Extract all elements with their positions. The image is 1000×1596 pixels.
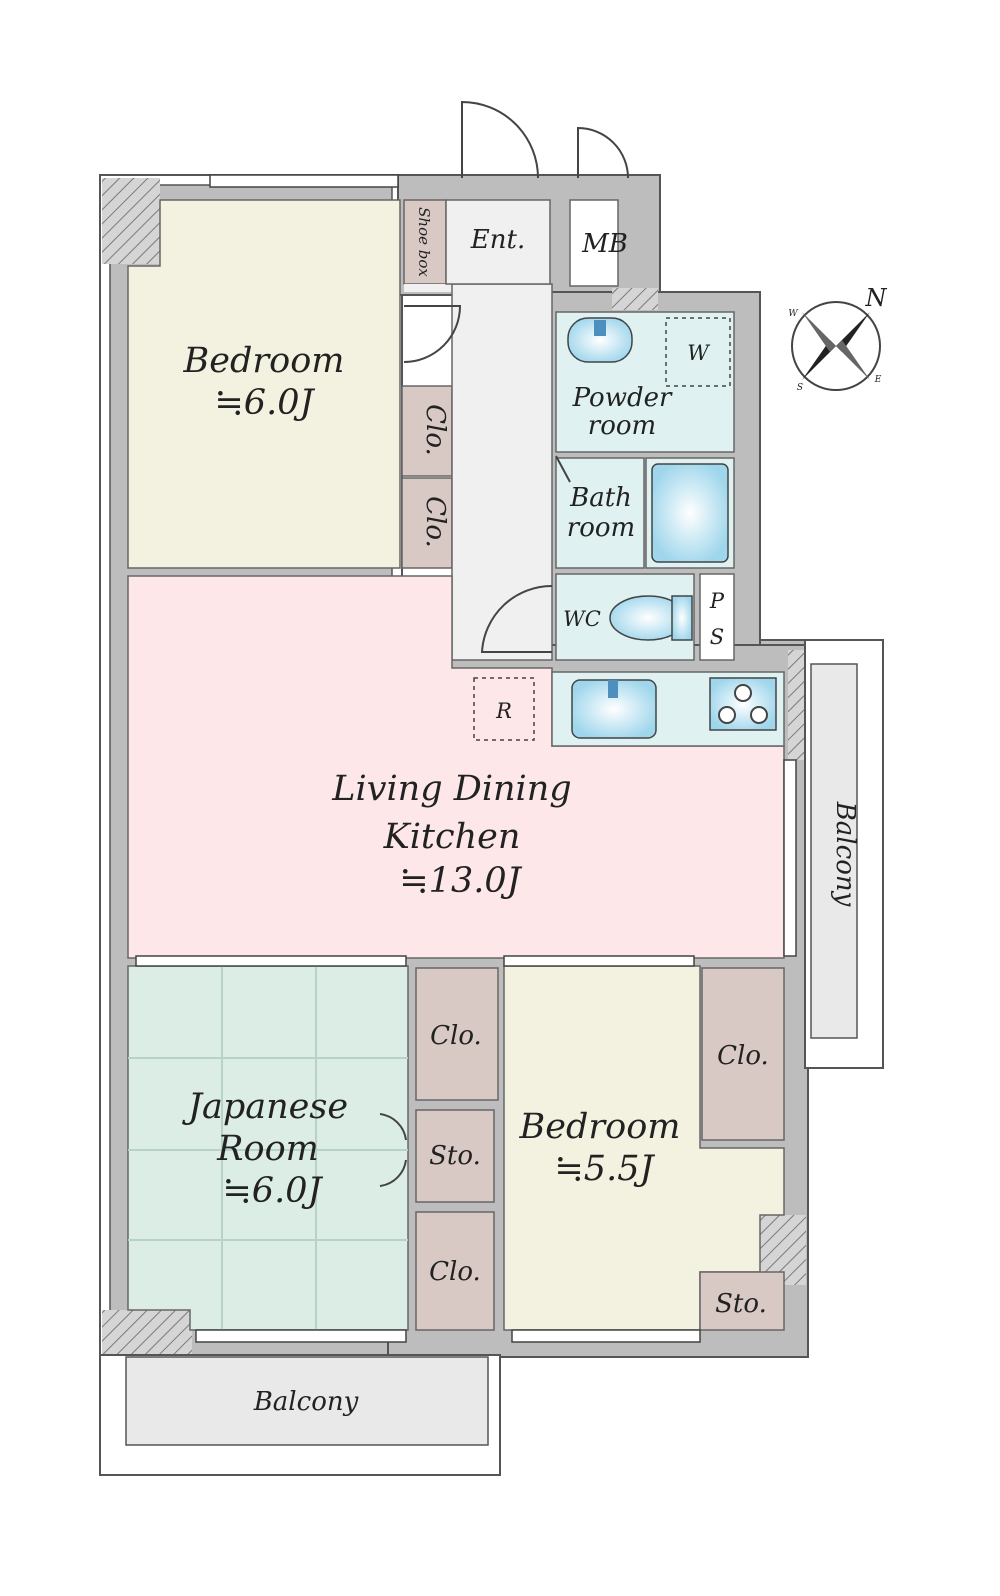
japanese-room-line1: Japanese: [182, 1087, 348, 1127]
compass-west: W: [788, 309, 798, 319]
powder-room-line2: room: [588, 411, 656, 441]
closet-japanese-2-label: Clo.: [429, 1257, 481, 1287]
pipe-space-line1: P: [709, 589, 725, 613]
windows: [135, 174, 797, 1343]
compass-north: N: [865, 284, 888, 312]
fixtures: [473, 317, 777, 741]
storage-japanese-label: Sto.: [429, 1141, 481, 1171]
bath-room-line1: Bath: [569, 483, 632, 513]
ldk-line2: Kitchen: [383, 817, 521, 857]
storage-bedroom-label: Sto.: [715, 1289, 767, 1319]
entrance-label: Ent.: [470, 225, 525, 255]
balcony-east-area: [804, 639, 884, 1069]
japanese-room-line2: Room: [216, 1129, 319, 1169]
japanese-room-area: [127, 965, 409, 1331]
corridor-area: [404, 199, 619, 661]
bedroom-bottom-size: ≒5.5J: [554, 1149, 655, 1189]
powder-room-line1: Powder: [572, 383, 673, 413]
ldk-size: ≒13.0J: [399, 861, 522, 901]
closet-top-2-label: Clo.: [420, 496, 450, 548]
bedroom-top-size: ≒6.0J: [214, 383, 315, 423]
balcony-south-label: Balcony: [253, 1387, 359, 1417]
bedroom-bottom-name: Bedroom: [519, 1107, 681, 1147]
closet-japanese-1-label: Clo.: [430, 1021, 482, 1051]
bedroom-top-name: Bedroom: [183, 341, 345, 381]
closet-top-1-label: Clo.: [420, 404, 450, 456]
compass-south: S: [797, 383, 803, 393]
ldk-line1: Living Dining: [331, 769, 571, 809]
meter-box-label: MB: [581, 229, 628, 259]
closets-middle: [415, 967, 499, 1331]
balcony-south-area: [99, 1354, 501, 1476]
closets-bedroom: [699, 967, 785, 1331]
japanese-room-size: ≒6.0J: [222, 1171, 323, 1211]
wc-label: WC: [563, 607, 601, 631]
compass-east: E: [874, 375, 882, 385]
pipe-space-line2: S: [710, 625, 724, 649]
closet-bedroom-label: Clo.: [717, 1041, 769, 1071]
bedroom-top-area: [127, 199, 401, 569]
doors: [379, 100, 629, 1187]
closets-top: [401, 199, 453, 569]
fridge-label: R: [495, 699, 512, 723]
shoe-box-label: Shoe box: [415, 207, 433, 277]
washer-label: W: [687, 341, 711, 365]
balcony-east-label: Balcony: [830, 801, 860, 907]
bath-room-line2: room: [567, 513, 635, 543]
compass-icon: [791, 301, 881, 391]
